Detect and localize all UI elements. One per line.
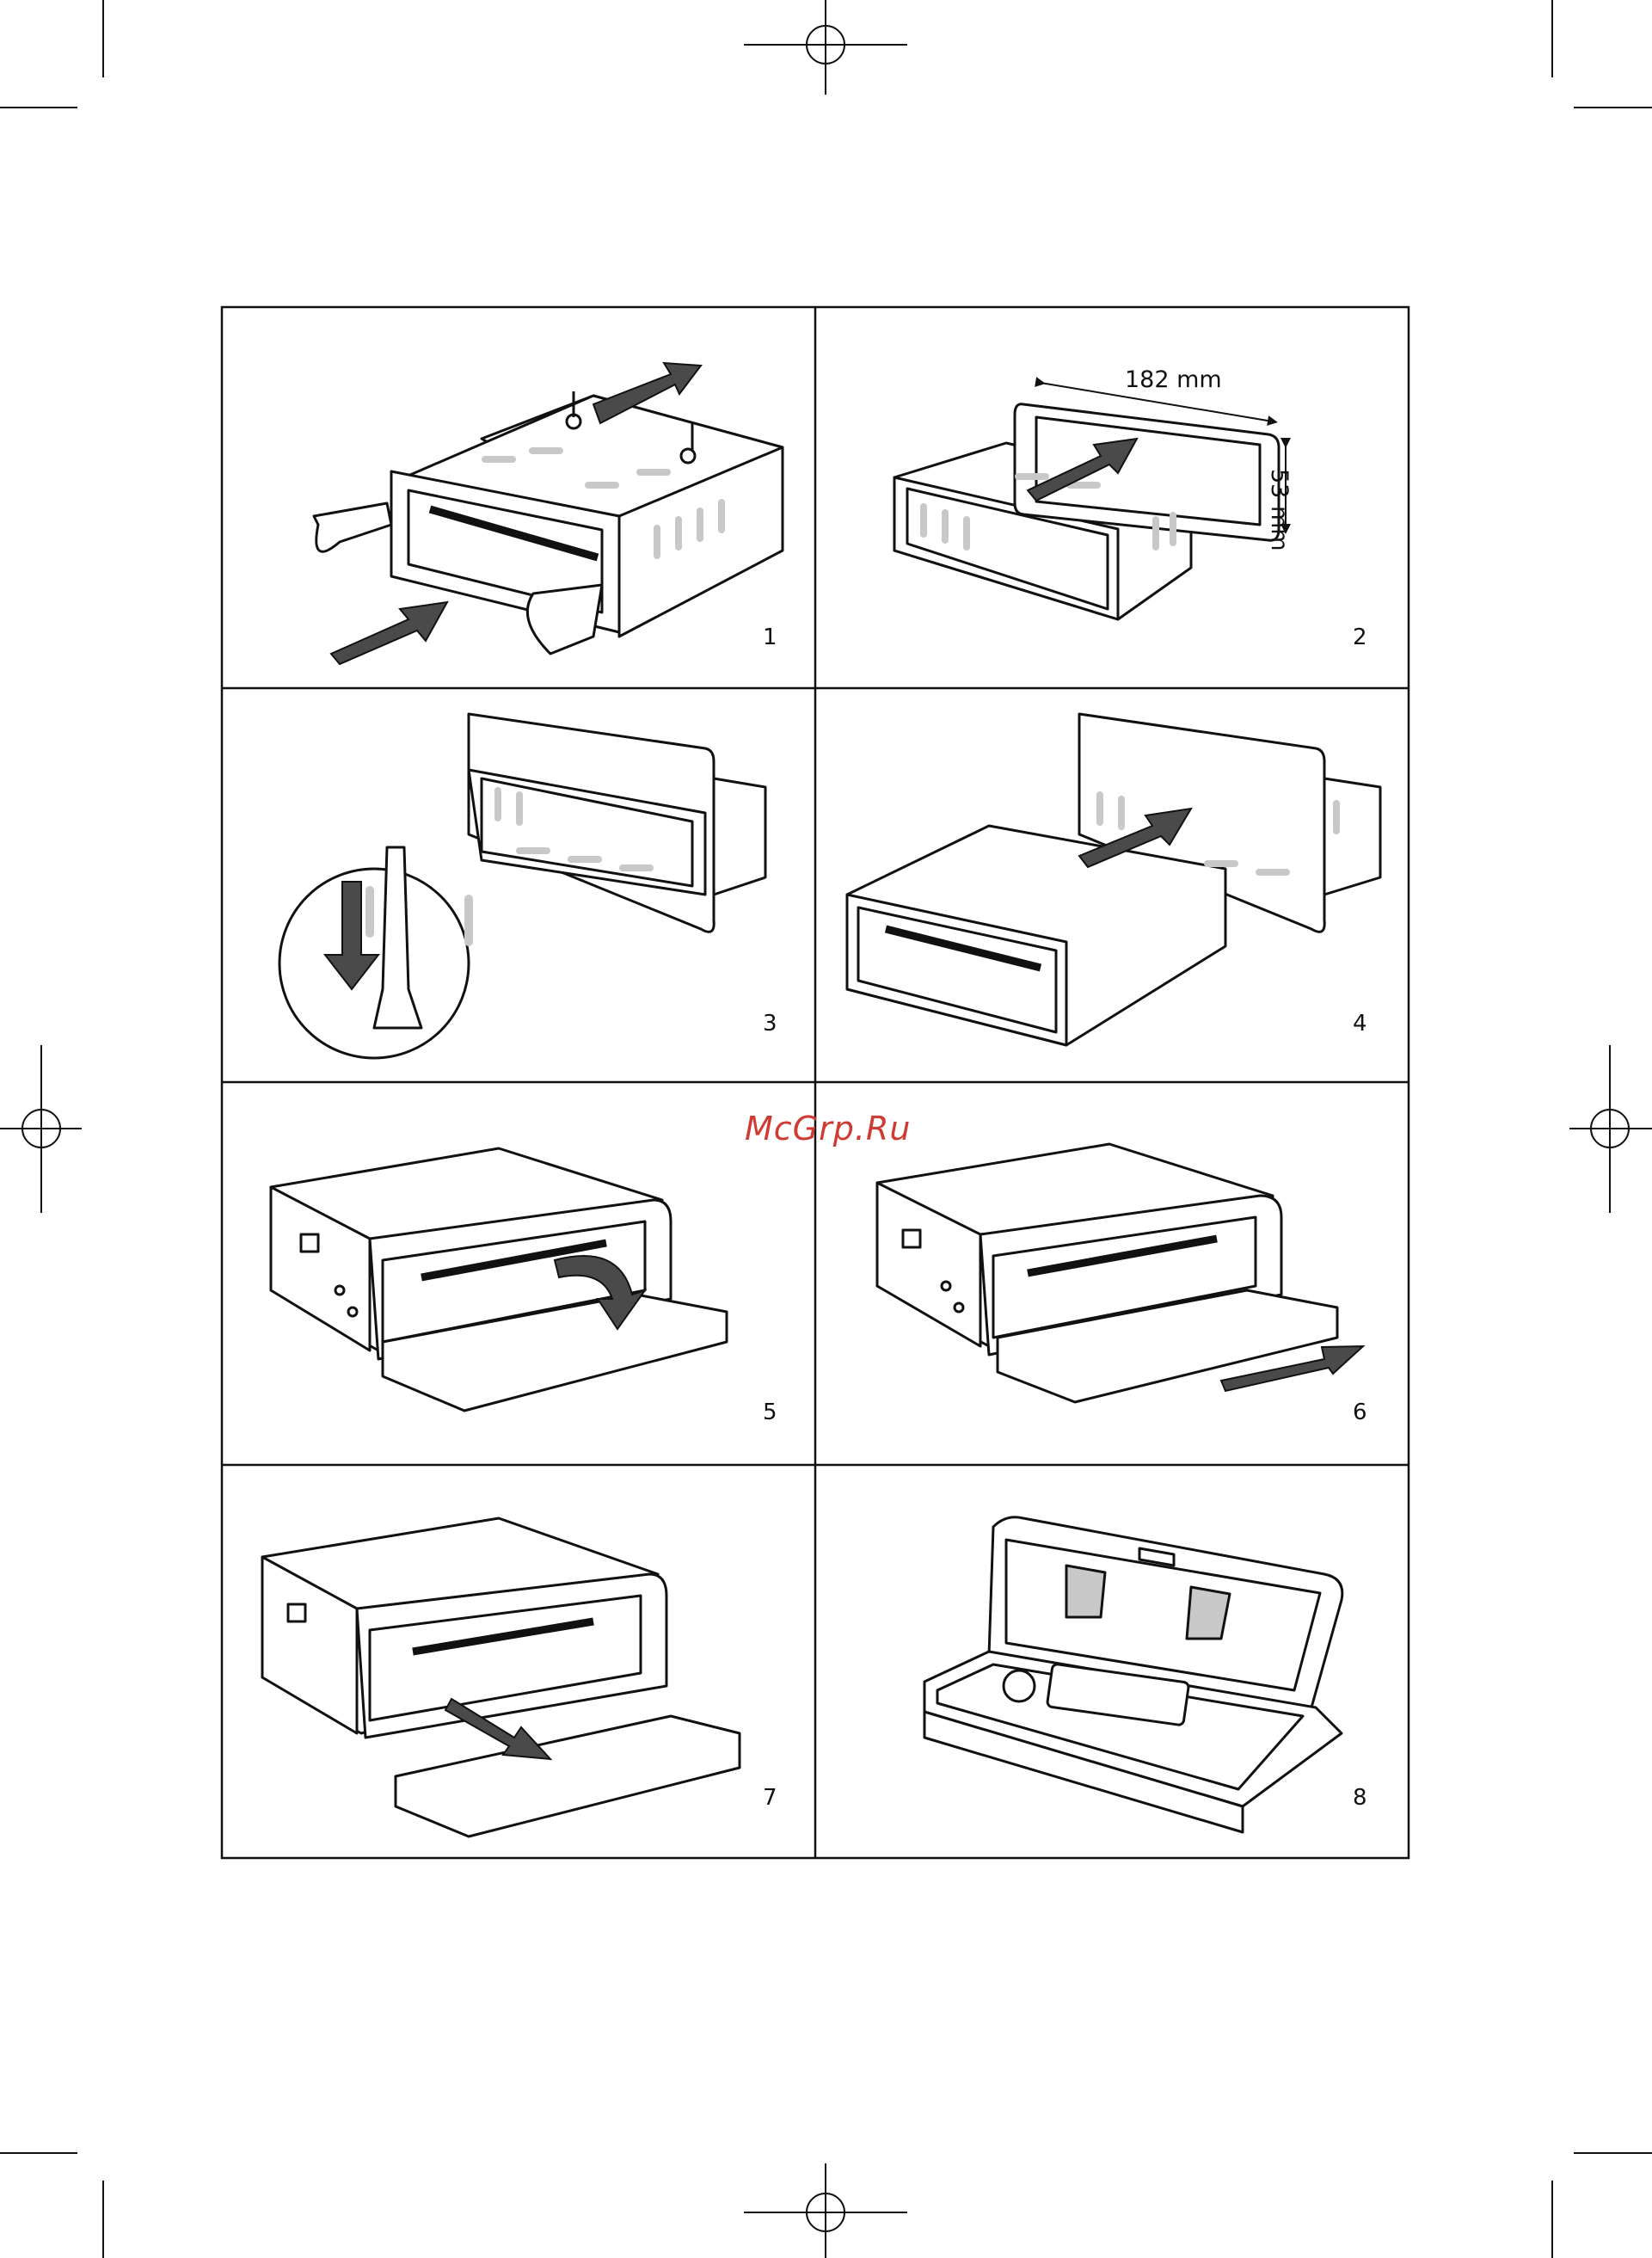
panel-1-illustration <box>314 391 783 654</box>
panel-number-4: 4 <box>1353 1011 1367 1037</box>
panel-number-7: 7 <box>763 1785 777 1811</box>
panel-number-2: 2 <box>1353 624 1367 650</box>
panel-6-illustration <box>877 1144 1337 1402</box>
panel-5-illustration <box>271 1148 727 1411</box>
registration-mark-top <box>744 0 907 95</box>
registration-mark-right <box>1569 1045 1652 1213</box>
panel-number-1: 1 <box>763 624 777 650</box>
panel-number-3: 3 <box>763 1011 777 1037</box>
watermark-text: McGrp.Ru <box>745 1110 911 1147</box>
panel-2-illustration <box>894 404 1279 619</box>
panel-number-6: 6 <box>1353 1400 1367 1425</box>
registration-mark-bottom <box>744 2163 907 2258</box>
panel-number-5: 5 <box>763 1400 777 1425</box>
panel-8-illustration <box>924 1517 1342 1832</box>
panel-4-illustration <box>847 714 1380 1045</box>
dimension-width-label: 182 mm <box>1125 366 1222 393</box>
dimension-height-label: 53 mm <box>1266 469 1293 551</box>
panel-number-8: 8 <box>1353 1785 1367 1811</box>
registration-mark-left <box>0 1045 82 1213</box>
panel-7-illustration <box>262 1518 740 1837</box>
